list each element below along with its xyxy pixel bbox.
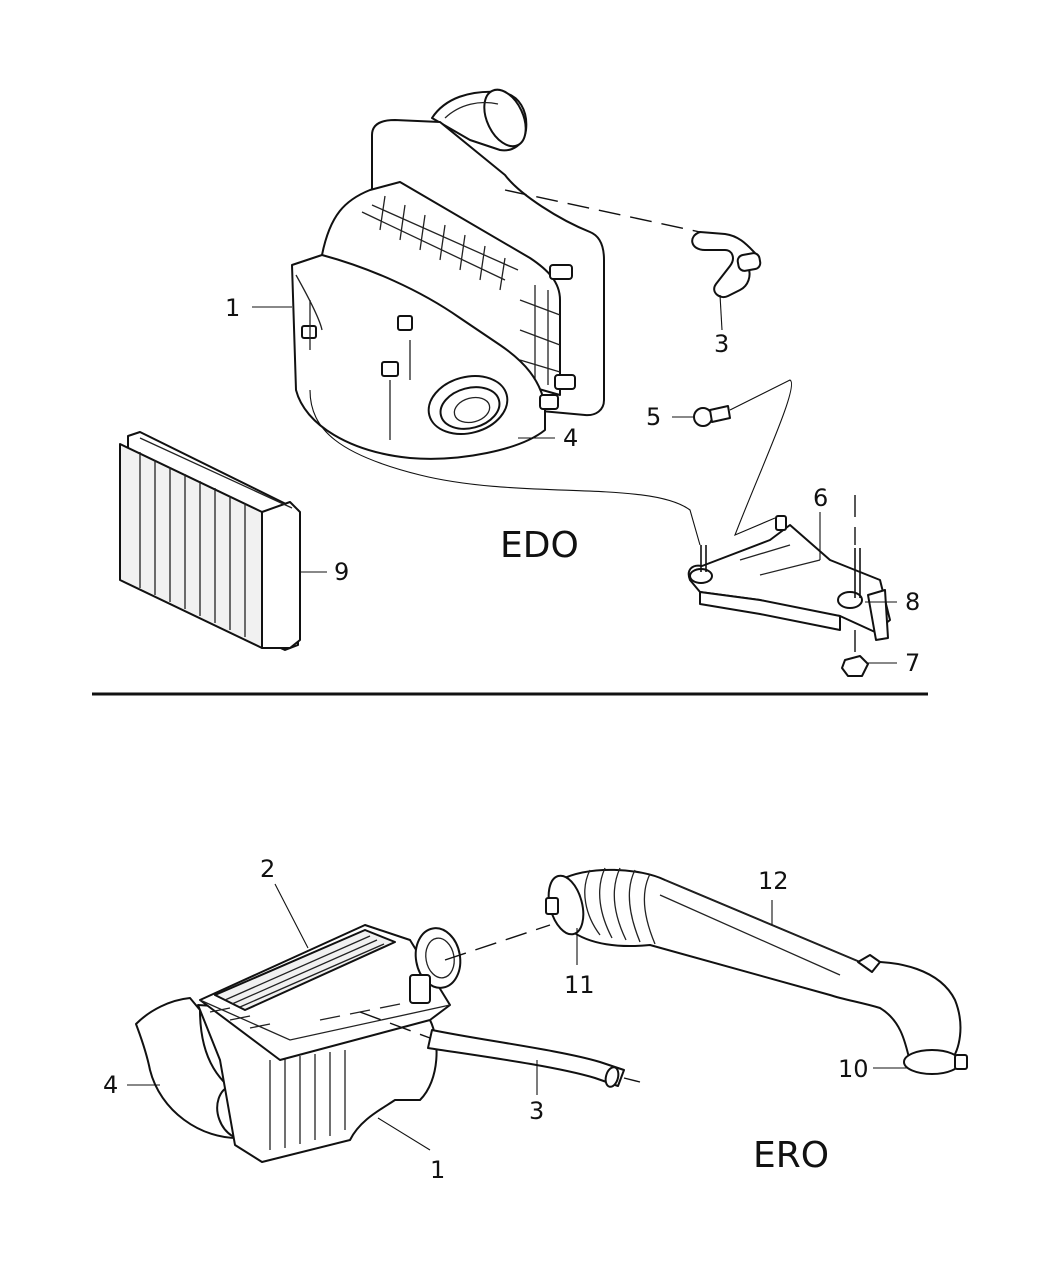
edo-callout-1: 1 <box>225 294 240 322</box>
ero-dash-hose-end <box>623 1077 641 1083</box>
edo-dash-bolt-bracket <box>729 379 792 537</box>
ero-callout-12: 12 <box>758 867 789 895</box>
edo-section-label: EDO <box>500 525 579 566</box>
edo-dash-housing-bracket <box>309 389 701 546</box>
edo-callout-4: 4 <box>563 424 578 452</box>
edo-leader-3 <box>719 294 723 331</box>
edo-bracket <box>687 515 891 641</box>
edo-callout-5: 5 <box>646 403 661 431</box>
edo-air-filter-element <box>119 431 301 651</box>
ero-resonator-tube <box>545 867 968 1075</box>
ero-leader-2 <box>274 883 309 949</box>
edo-section: 1 3 4 5 6 8 7 9 EDO <box>119 88 920 677</box>
edo-callout-8: 8 <box>905 588 920 616</box>
ero-callout-3: 3 <box>529 1097 544 1125</box>
edo-air-cleaner-housing <box>291 88 605 460</box>
ero-dash-hose <box>359 1011 431 1039</box>
ero-dash-clamp <box>444 924 551 961</box>
edo-nut <box>841 655 869 677</box>
ero-section: 2 12 11 10 3 4 1 ERO <box>103 855 968 1184</box>
ero-section-label: ERO <box>753 1135 829 1176</box>
edo-callout-7: 7 <box>905 649 920 677</box>
edo-hose <box>691 231 762 298</box>
edo-callout-9: 9 <box>334 558 349 586</box>
ero-air-cleaner-assembly <box>135 924 462 1163</box>
ero-clamp-10 <box>903 1049 961 1075</box>
ero-callout-2: 2 <box>260 855 275 883</box>
ero-leader-1 <box>377 1117 431 1151</box>
edo-bolt <box>693 405 731 427</box>
edo-callout-3: 3 <box>714 330 729 358</box>
ero-hose <box>427 1029 625 1087</box>
ero-callout-1: 1 <box>430 1156 445 1184</box>
ero-callout-11: 11 <box>564 971 595 999</box>
edo-callout-6: 6 <box>813 484 828 512</box>
ero-callout-4: 4 <box>103 1071 118 1099</box>
ero-callout-10: 10 <box>838 1055 869 1083</box>
edo-dash-hose <box>504 189 701 233</box>
